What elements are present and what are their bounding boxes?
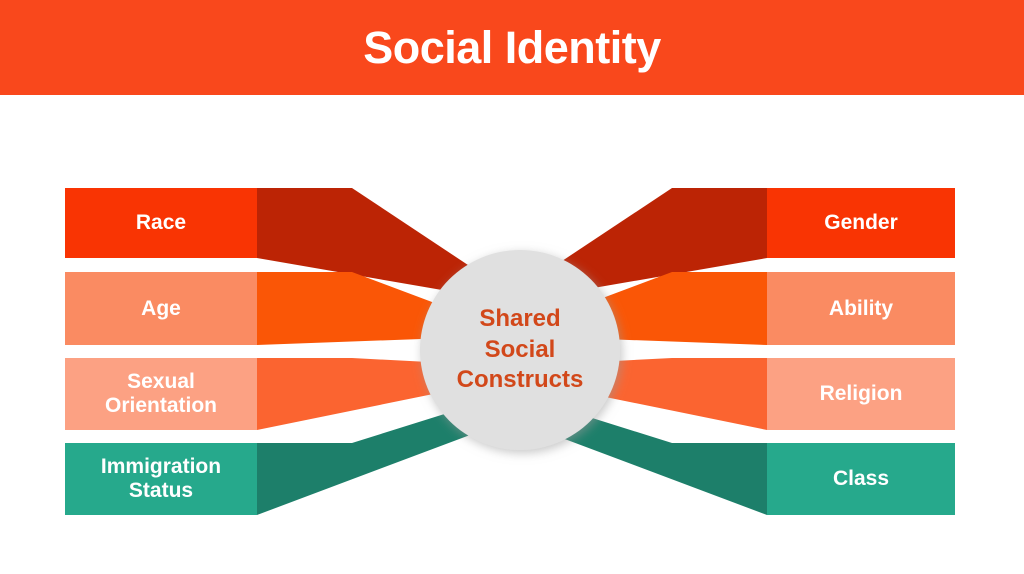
ribbon-left-0 bbox=[257, 188, 471, 295]
ribbon-left-2 bbox=[257, 358, 448, 430]
right-ribbons bbox=[553, 188, 767, 515]
center-circle[interactable] bbox=[420, 250, 620, 450]
bar-right-0[interactable] bbox=[767, 188, 955, 258]
bar-left-3[interactable] bbox=[65, 443, 257, 515]
ribbon-left-3 bbox=[257, 406, 470, 515]
left-ribbons bbox=[257, 188, 471, 515]
ribbon-right-0 bbox=[553, 188, 767, 295]
bar-left-1[interactable] bbox=[65, 272, 257, 345]
bar-right-1[interactable] bbox=[767, 272, 955, 345]
bar-right-2[interactable] bbox=[767, 358, 955, 430]
diagram-graphics bbox=[65, 188, 955, 515]
ribbon-right-2 bbox=[576, 358, 767, 430]
bar-right-3[interactable] bbox=[767, 443, 955, 515]
ribbon-right-3 bbox=[554, 406, 767, 515]
header-band bbox=[0, 0, 1024, 95]
page-title: Social Identity bbox=[363, 22, 661, 73]
ribbon-left-1 bbox=[257, 272, 448, 345]
bar-left-0[interactable] bbox=[65, 188, 257, 258]
right-bars bbox=[767, 188, 955, 515]
ribbon-right-1 bbox=[576, 272, 767, 345]
bar-left-2[interactable] bbox=[65, 358, 257, 430]
left-bars bbox=[65, 188, 257, 515]
